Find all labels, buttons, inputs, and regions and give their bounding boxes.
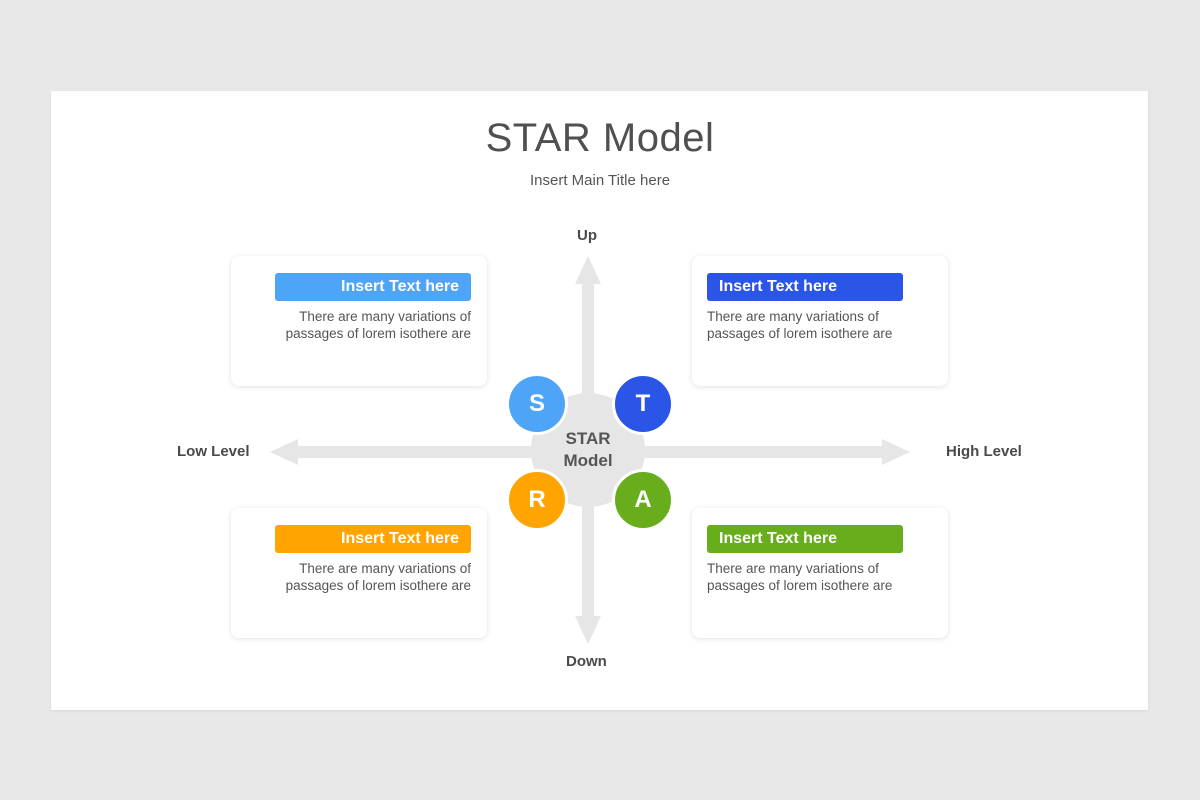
- center-label-line2: Model: [563, 451, 613, 470]
- card-body-line: passages of lorem isothere are: [285, 578, 471, 593]
- card-body: There are many variations of passages of…: [275, 308, 471, 342]
- axis-label-up: Up: [577, 227, 597, 244]
- up-arrow-icon: [575, 256, 601, 284]
- right-arrow-icon: [882, 439, 910, 465]
- card-t: Insert Text here There are many variatio…: [692, 256, 948, 386]
- slide-title: STAR Model: [485, 116, 715, 160]
- letter-circle-t: T: [612, 373, 674, 435]
- card-r: Insert Text here There are many variatio…: [231, 508, 487, 638]
- card-body: There are many variations of passages of…: [275, 560, 471, 594]
- card-body-line: passages of lorem isothere are: [285, 326, 471, 341]
- card-s: Insert Text here There are many variatio…: [231, 256, 487, 386]
- card-body-line: There are many variations of: [299, 309, 471, 324]
- axis-label-down: Down: [566, 653, 607, 670]
- card-header: Insert Text here: [275, 273, 471, 301]
- card-body-line: There are many variations of: [707, 309, 879, 324]
- card-header: Insert Text here: [275, 525, 471, 553]
- center-label-line1: STAR: [565, 429, 611, 448]
- letter-circle-s: S: [506, 373, 568, 435]
- axis-label-low-level: Low Level: [177, 443, 250, 460]
- axis-label-high-level: High Level: [946, 443, 1022, 460]
- card-header: Insert Text here: [707, 273, 903, 301]
- card-body-line: passages of lorem isothere are: [707, 578, 893, 593]
- left-arrow-icon: [270, 439, 298, 465]
- letter-circle-a: A: [612, 469, 674, 531]
- card-body: There are many variations of passages of…: [707, 308, 903, 342]
- card-body-line: passages of lorem isothere are: [707, 326, 893, 341]
- card-header: Insert Text here: [707, 525, 903, 553]
- card-body-line: There are many variations of: [707, 561, 879, 576]
- card-a: Insert Text here There are many variatio…: [692, 508, 948, 638]
- slide-subtitle: Insert Main Title here: [529, 172, 671, 189]
- down-arrow-icon: [575, 616, 601, 644]
- card-body-line: There are many variations of: [299, 561, 471, 576]
- letter-circle-r: R: [506, 469, 568, 531]
- card-body: There are many variations of passages of…: [707, 560, 903, 594]
